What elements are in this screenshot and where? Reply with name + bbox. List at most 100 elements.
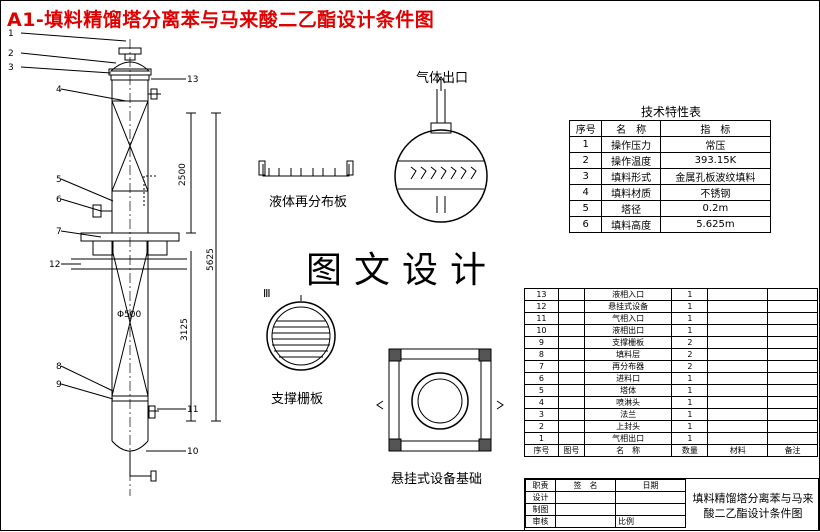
callout-1: 1 [8,29,14,39]
bom-cell [557,384,585,397]
bom-cell [557,432,585,445]
bom-cell: 1 [671,300,709,313]
callout-11: 11 [187,405,198,415]
bom-cell: 再分布器 [583,360,673,373]
tech-table-cell: 常压 [659,136,772,153]
bom-cell [557,324,585,337]
bom-cell: 3 [524,408,559,421]
bom-cell [707,408,769,421]
callout-3: 3 [8,63,14,73]
tb-label-design: 设计 [525,491,556,504]
bom-cell [557,348,585,361]
bom-cell [767,348,818,361]
bom-cell: 液相出口 [583,324,673,337]
bom-cell [557,420,585,433]
page-title: A1-填料精馏塔分离苯与马来酸二乙酯设计条件图 [7,9,435,31]
bom-cell [557,336,585,349]
dimension-diameter: Φ500 [117,310,142,320]
bom-cell: 9 [524,336,559,349]
bom-cell: 11 [524,312,559,325]
bom-cell: 1 [671,372,709,385]
callout-2: 2 [8,49,14,59]
title-block: 职责 签 名 日期 设计 制图 审核 比例 填料精馏塔分离苯与马来酸二乙酯设计条… [524,478,819,531]
bom-cell [707,420,769,433]
caption-liquid-redistributor: 液体再分布板 [269,195,348,210]
tech-table-cell: 5.625m [659,216,772,233]
bom-cell: 1 [671,384,709,397]
callout-4: 4 [56,85,62,95]
tech-table-cell: 1 [568,136,603,153]
top-head [109,61,151,72]
header-cell: 材料 [707,444,769,457]
tb-label-signature: 签 名 [555,479,616,492]
caption-support-grid: 支撑栅板 [271,392,324,407]
bom-cell: 1 [671,408,709,421]
callout-7: 7 [56,227,62,237]
support-grid-drawing [266,295,336,371]
dimension-3125: 3125 [180,318,190,341]
tech-table-cell: 0.2m [659,200,772,217]
bom-cell [707,324,769,337]
bom-cell: 1 [524,432,559,445]
callout-12: 12 [49,260,60,270]
bom-cell [767,432,818,445]
liquid-redistributor-drawing [258,160,354,177]
header-cell: 名 称 [601,120,661,137]
callout-10: 10 [187,447,199,457]
bom-cell: 1 [671,312,709,325]
bom-cell: 1 [671,288,709,301]
tech-table-cell: 4 [568,184,603,201]
header-cell: 指 标 [659,120,772,137]
tech-table-header: 序号 名 称 指 标 [568,120,772,137]
bom-cell: 10 [524,324,559,337]
bom-cell [707,312,769,325]
bom-cell: 1 [671,396,709,409]
tech-table-cell: 6 [568,216,603,233]
callout-5: 5 [56,175,62,185]
tech-table-cell: 5 [568,200,603,217]
bom-cell: 液相入口 [583,288,673,301]
tech-table-cell: 金属孔板波纹填料 [659,168,772,185]
column-section-drawing [394,76,488,223]
bom-cell [707,432,769,445]
tb-label-scale: 比例 [615,515,686,528]
watermark: 图文设计 [306,250,499,291]
tech-table-cell: 2 [568,152,603,169]
bom-header: 序号 图号 名 称 数量 材料 备注 [524,444,818,457]
bom-cell [767,336,818,349]
bom-cell: 7 [524,360,559,373]
bom-cell [767,384,818,397]
callout-9: 9 [56,380,62,390]
bom-cell: 1 [671,432,709,445]
header-cell: 序号 [524,444,559,457]
header-cell: 备注 [767,444,818,457]
bom-cell [707,288,769,301]
header-cell: 数量 [671,444,709,457]
bom-cell [707,348,769,361]
bom-cell: 8 [524,348,559,361]
bom-cell: 2 [671,360,709,373]
bom-cell [767,324,818,337]
bom-cell: 2 [671,336,709,349]
liquid-outlet-pipe [129,451,151,477]
bom-cell [707,396,769,409]
suspended-base-drawing [376,348,504,452]
bom-cell [707,300,769,313]
